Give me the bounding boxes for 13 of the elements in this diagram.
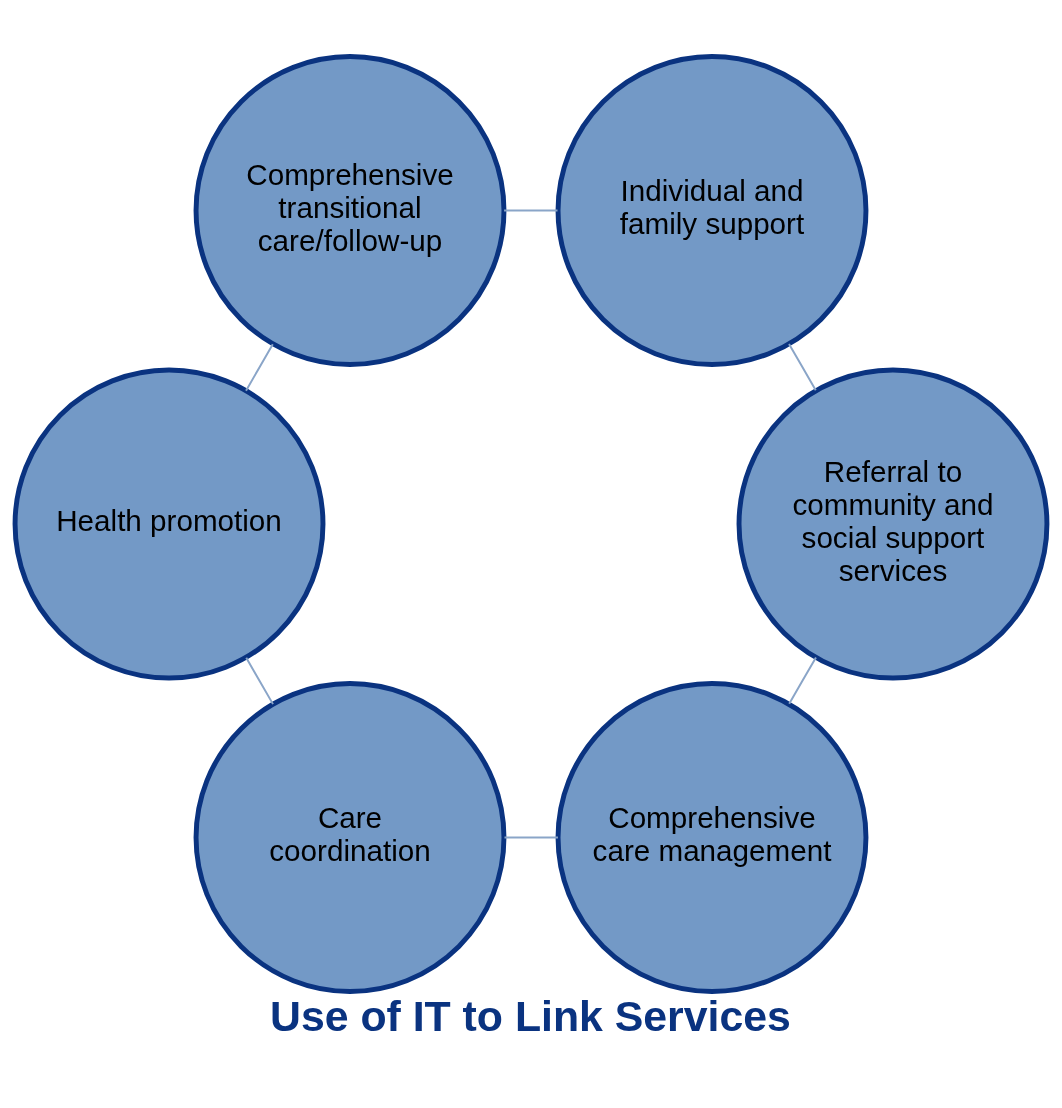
connector bbox=[245, 342, 274, 392]
node-circle: Referral to community and social support services bbox=[736, 367, 1050, 680]
connector bbox=[503, 209, 559, 212]
connector bbox=[788, 342, 817, 391]
connector bbox=[788, 655, 817, 705]
node-circle: Comprehensive care management bbox=[555, 680, 869, 994]
node-circle: Individual and family support bbox=[555, 53, 869, 367]
diagram-title: Use of IT to Link Services bbox=[269, 991, 791, 1040]
node-circle: Comprehensive transitional care/follow-up bbox=[193, 53, 507, 367]
connector bbox=[245, 656, 274, 705]
connector bbox=[503, 836, 559, 838]
node-circle: Health promotion bbox=[12, 367, 326, 680]
node-circle: Care coordination bbox=[193, 680, 507, 994]
